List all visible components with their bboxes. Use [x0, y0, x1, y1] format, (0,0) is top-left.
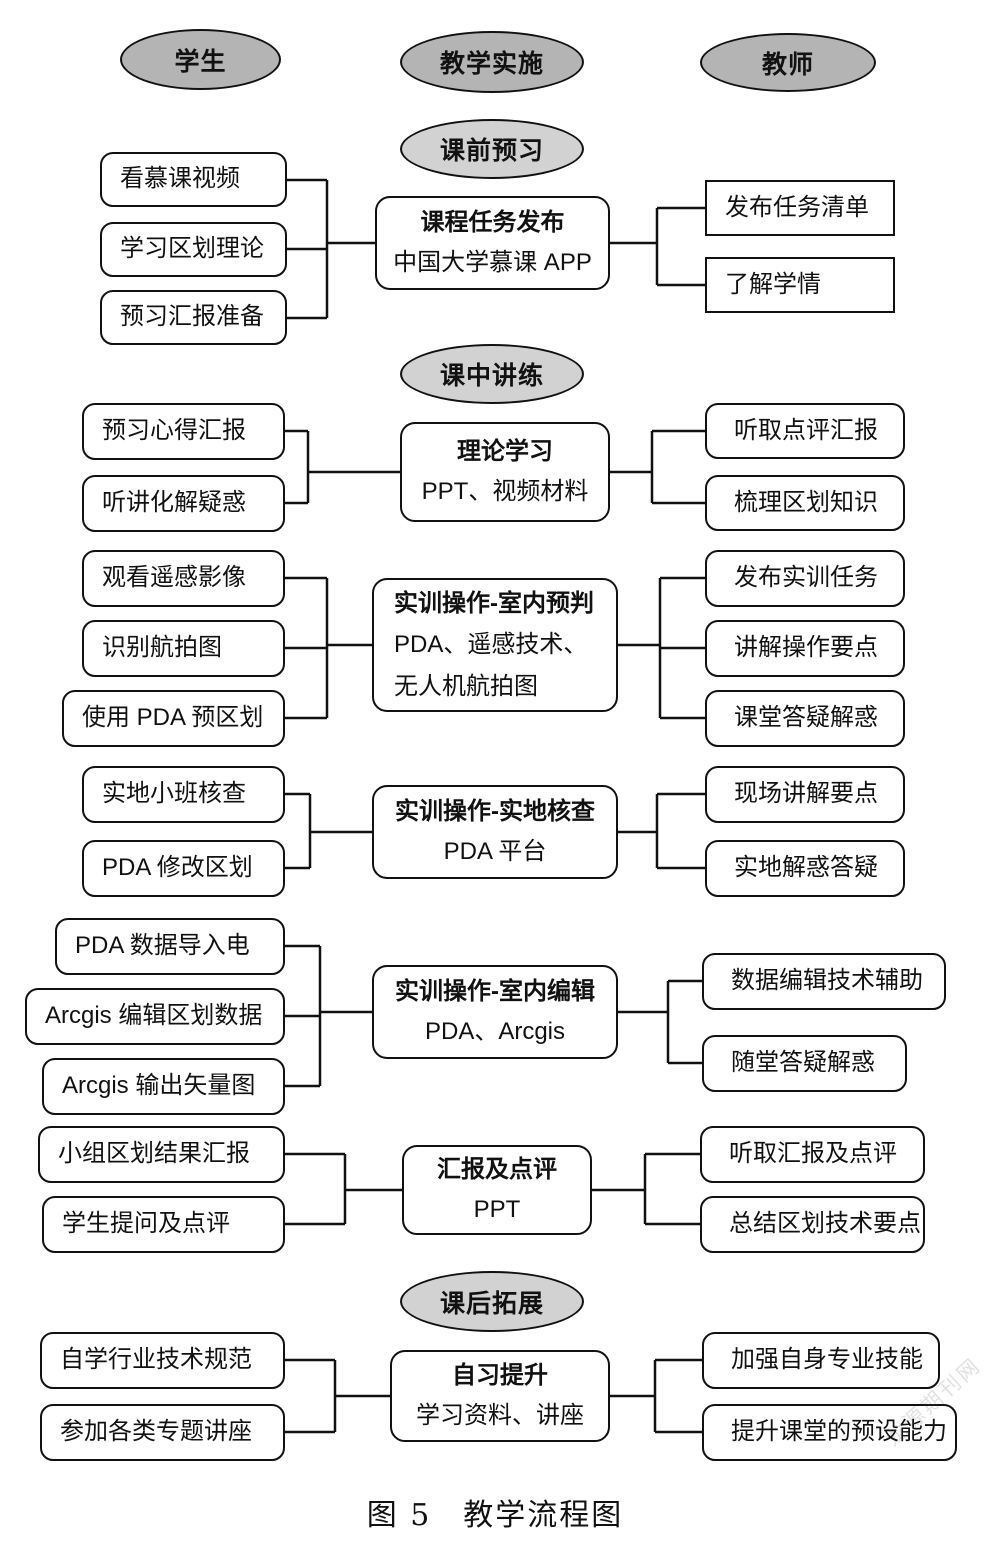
box-label: 数据编辑技术辅助	[731, 967, 923, 995]
process-subtitle: 学习资料、讲座	[416, 1402, 584, 1429]
teacher-activity-box: 提升课堂的预设能力	[702, 1404, 957, 1461]
box-label: 了解学情	[725, 270, 821, 298]
teacher-activity-box: 总结区划技术要点	[700, 1196, 925, 1253]
student-activity-box: 使用 PDA 预区划	[62, 690, 285, 747]
box-label: 预习汇报准备	[120, 303, 264, 331]
teacher-activity-box: 课堂答疑解惑	[705, 690, 905, 747]
student-activity-box: 识别航拍图	[82, 620, 285, 677]
box-label: 自学行业技术规范	[60, 1346, 252, 1374]
box-label: 观看遥感影像	[102, 564, 246, 592]
teacher-activity-box: 现场讲解要点	[705, 766, 905, 823]
box-label: 学习区划理论	[120, 235, 264, 263]
box-label: PDA 修改区划	[102, 854, 253, 882]
stage-ellipse-pre-class: 课前预习	[400, 119, 584, 179]
process-subtitle: PDA、遥感技术、无人机航拍图	[394, 631, 588, 700]
box-label: 实地小班核查	[102, 780, 246, 808]
lane-ellipse-implementation: 教学实施	[400, 31, 584, 93]
student-activity-box: 学生提问及点评	[42, 1196, 285, 1253]
box-label: 提升课堂的预设能力	[731, 1418, 947, 1446]
stage-label: 课中讲练	[439, 362, 544, 390]
box-label: 梳理区划知识	[734, 488, 878, 516]
lane-label: 教师	[761, 50, 814, 79]
box-label: 发布任务清单	[725, 193, 869, 221]
box-label: 现场讲解要点	[734, 780, 878, 808]
student-activity-box: 观看遥感影像	[82, 550, 285, 607]
student-activity-box: 学习区划理论	[100, 222, 287, 277]
process-box-report-review: 汇报及点评 PPT	[402, 1145, 592, 1235]
teacher-activity-box: 发布任务清单	[705, 180, 895, 236]
process-subtitle: PDA 平台	[443, 838, 547, 865]
box-label: 听取汇报及点评	[729, 1140, 897, 1168]
student-activity-box: Arcgis 编辑区划数据	[25, 988, 285, 1045]
student-activity-box: PDA 数据导入电	[55, 918, 285, 975]
process-title: 自习提升	[452, 1362, 548, 1390]
process-box-field-check: 实训操作-实地核查 PDA 平台	[372, 785, 618, 879]
process-box-theory-study: 理论学习 PPT、视频材料	[400, 422, 610, 522]
teacher-activity-box: 听取点评汇报	[705, 403, 905, 459]
lane-label: 学生	[174, 47, 227, 76]
box-label: 听讲化解疑惑	[102, 489, 246, 517]
student-activity-box: 实地小班核查	[82, 766, 285, 823]
teacher-activity-box: 数据编辑技术辅助	[702, 953, 946, 1010]
process-title: 实训操作-室内预判	[394, 590, 594, 618]
box-label: Arcgis 输出矢量图	[62, 1072, 256, 1100]
lane-ellipse-teacher: 教师	[700, 33, 876, 92]
process-title: 实训操作-室内编辑	[395, 978, 595, 1006]
box-label: 总结区划技术要点	[729, 1210, 921, 1238]
teacher-activity-box: 发布实训任务	[705, 550, 905, 607]
box-label: 加强自身专业技能	[731, 1346, 923, 1374]
process-subtitle: PPT	[473, 1196, 521, 1223]
student-activity-box: 小组区划结果汇报	[38, 1126, 285, 1183]
teacher-activity-box: 随堂答疑解惑	[702, 1035, 907, 1092]
box-label: 学生提问及点评	[62, 1210, 230, 1238]
box-label: Arcgis 编辑区划数据	[45, 1002, 263, 1030]
box-label: 随堂答疑解惑	[731, 1049, 875, 1077]
process-box-task-release: 课程任务发布 中国大学慕课 APP	[375, 196, 610, 290]
student-activity-box: Arcgis 输出矢量图	[42, 1058, 285, 1115]
process-title: 汇报及点评	[437, 1156, 557, 1184]
teacher-activity-box: 讲解操作要点	[705, 620, 905, 677]
teacher-activity-box: 实地解惑答疑	[705, 840, 905, 897]
teacher-activity-box: 梳理区划知识	[705, 475, 905, 531]
student-activity-box: 参加各类专题讲座	[40, 1404, 285, 1461]
process-subtitle: PDA、Arcgis	[424, 1018, 566, 1045]
box-label: 小组区划结果汇报	[58, 1140, 250, 1168]
student-activity-box: 自学行业技术规范	[40, 1332, 285, 1389]
student-activity-box: 看慕课视频	[100, 152, 287, 207]
box-label: 看慕课视频	[120, 165, 240, 193]
box-label: 听取点评汇报	[734, 416, 878, 444]
figure-caption: 图 5 教学流程图	[366, 1498, 624, 1533]
box-label: 发布实训任务	[734, 564, 878, 592]
stage-label: 课前预习	[439, 137, 544, 165]
student-activity-box: PDA 修改区划	[82, 840, 285, 897]
box-label: 课堂答疑解惑	[734, 704, 878, 732]
box-label: 使用 PDA 预区划	[82, 704, 264, 732]
box-label: 实地解惑答疑	[734, 854, 878, 882]
box-label: 讲解操作要点	[734, 634, 878, 662]
process-subtitle: PPT、视频材料	[421, 478, 589, 505]
teacher-activity-box: 加强自身专业技能	[702, 1332, 940, 1389]
stage-ellipse-after-class: 课后拓展	[400, 1271, 584, 1332]
teacher-activity-box: 听取汇报及点评	[700, 1126, 925, 1183]
process-title: 理论学习	[457, 438, 553, 466]
student-activity-box: 听讲化解疑惑	[82, 475, 285, 532]
process-subtitle: 中国大学慕课 APP	[393, 249, 592, 276]
student-activity-box: 预习汇报准备	[100, 290, 287, 345]
teacher-activity-box: 了解学情	[705, 257, 895, 313]
process-box-indoor-prejudge: 实训操作-室内预判 PDA、遥感技术、无人机航拍图	[372, 578, 618, 712]
process-box-indoor-edit: 实训操作-室内编辑 PDA、Arcgis	[372, 965, 618, 1059]
process-box-self-study: 自习提升 学习资料、讲座	[390, 1350, 610, 1442]
process-title: 课程任务发布	[420, 209, 565, 237]
lane-ellipse-student: 学生	[120, 29, 281, 90]
stage-label: 课后拓展	[439, 1289, 544, 1318]
box-label: 预习心得汇报	[102, 417, 246, 445]
stage-ellipse-in-class: 课中讲练	[400, 344, 584, 404]
box-label: 参加各类专题讲座	[60, 1418, 252, 1446]
student-activity-box: 预习心得汇报	[82, 403, 285, 460]
box-label: PDA 数据导入电	[75, 932, 250, 960]
lane-label: 教学实施	[439, 50, 544, 78]
process-title: 实训操作-实地核查	[395, 798, 595, 826]
box-label: 识别航拍图	[102, 634, 222, 662]
